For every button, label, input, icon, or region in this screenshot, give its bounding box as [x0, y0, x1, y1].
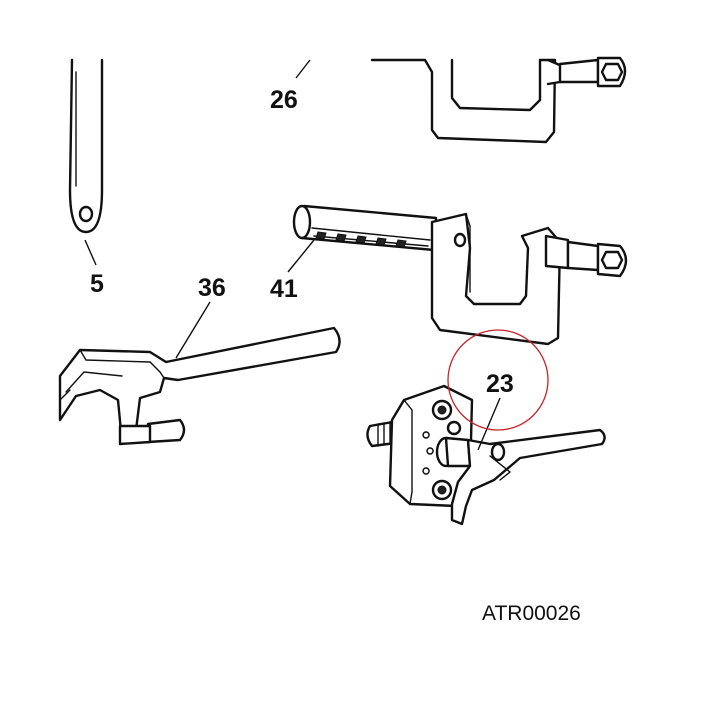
part-41-pin-bracket	[292, 204, 628, 346]
leader-26	[295, 59, 311, 79]
part-23-plate-assembly	[366, 384, 606, 526]
callout-36: 36	[198, 274, 226, 302]
reference-code: ATR00026	[482, 602, 581, 625]
callout-5: 5	[90, 270, 104, 298]
part-26-bracket	[370, 56, 627, 144]
part-36-lever	[58, 326, 341, 446]
callout-26: 26	[270, 86, 298, 114]
leader-23	[477, 397, 501, 451]
callout-23: 23	[486, 370, 514, 398]
callout-41: 41	[270, 275, 298, 303]
callout-23-highlight-ring	[447, 329, 549, 431]
part-5-lever	[68, 58, 104, 234]
leader-36	[175, 301, 211, 359]
leader-41	[287, 239, 315, 273]
leader-5	[84, 239, 97, 266]
